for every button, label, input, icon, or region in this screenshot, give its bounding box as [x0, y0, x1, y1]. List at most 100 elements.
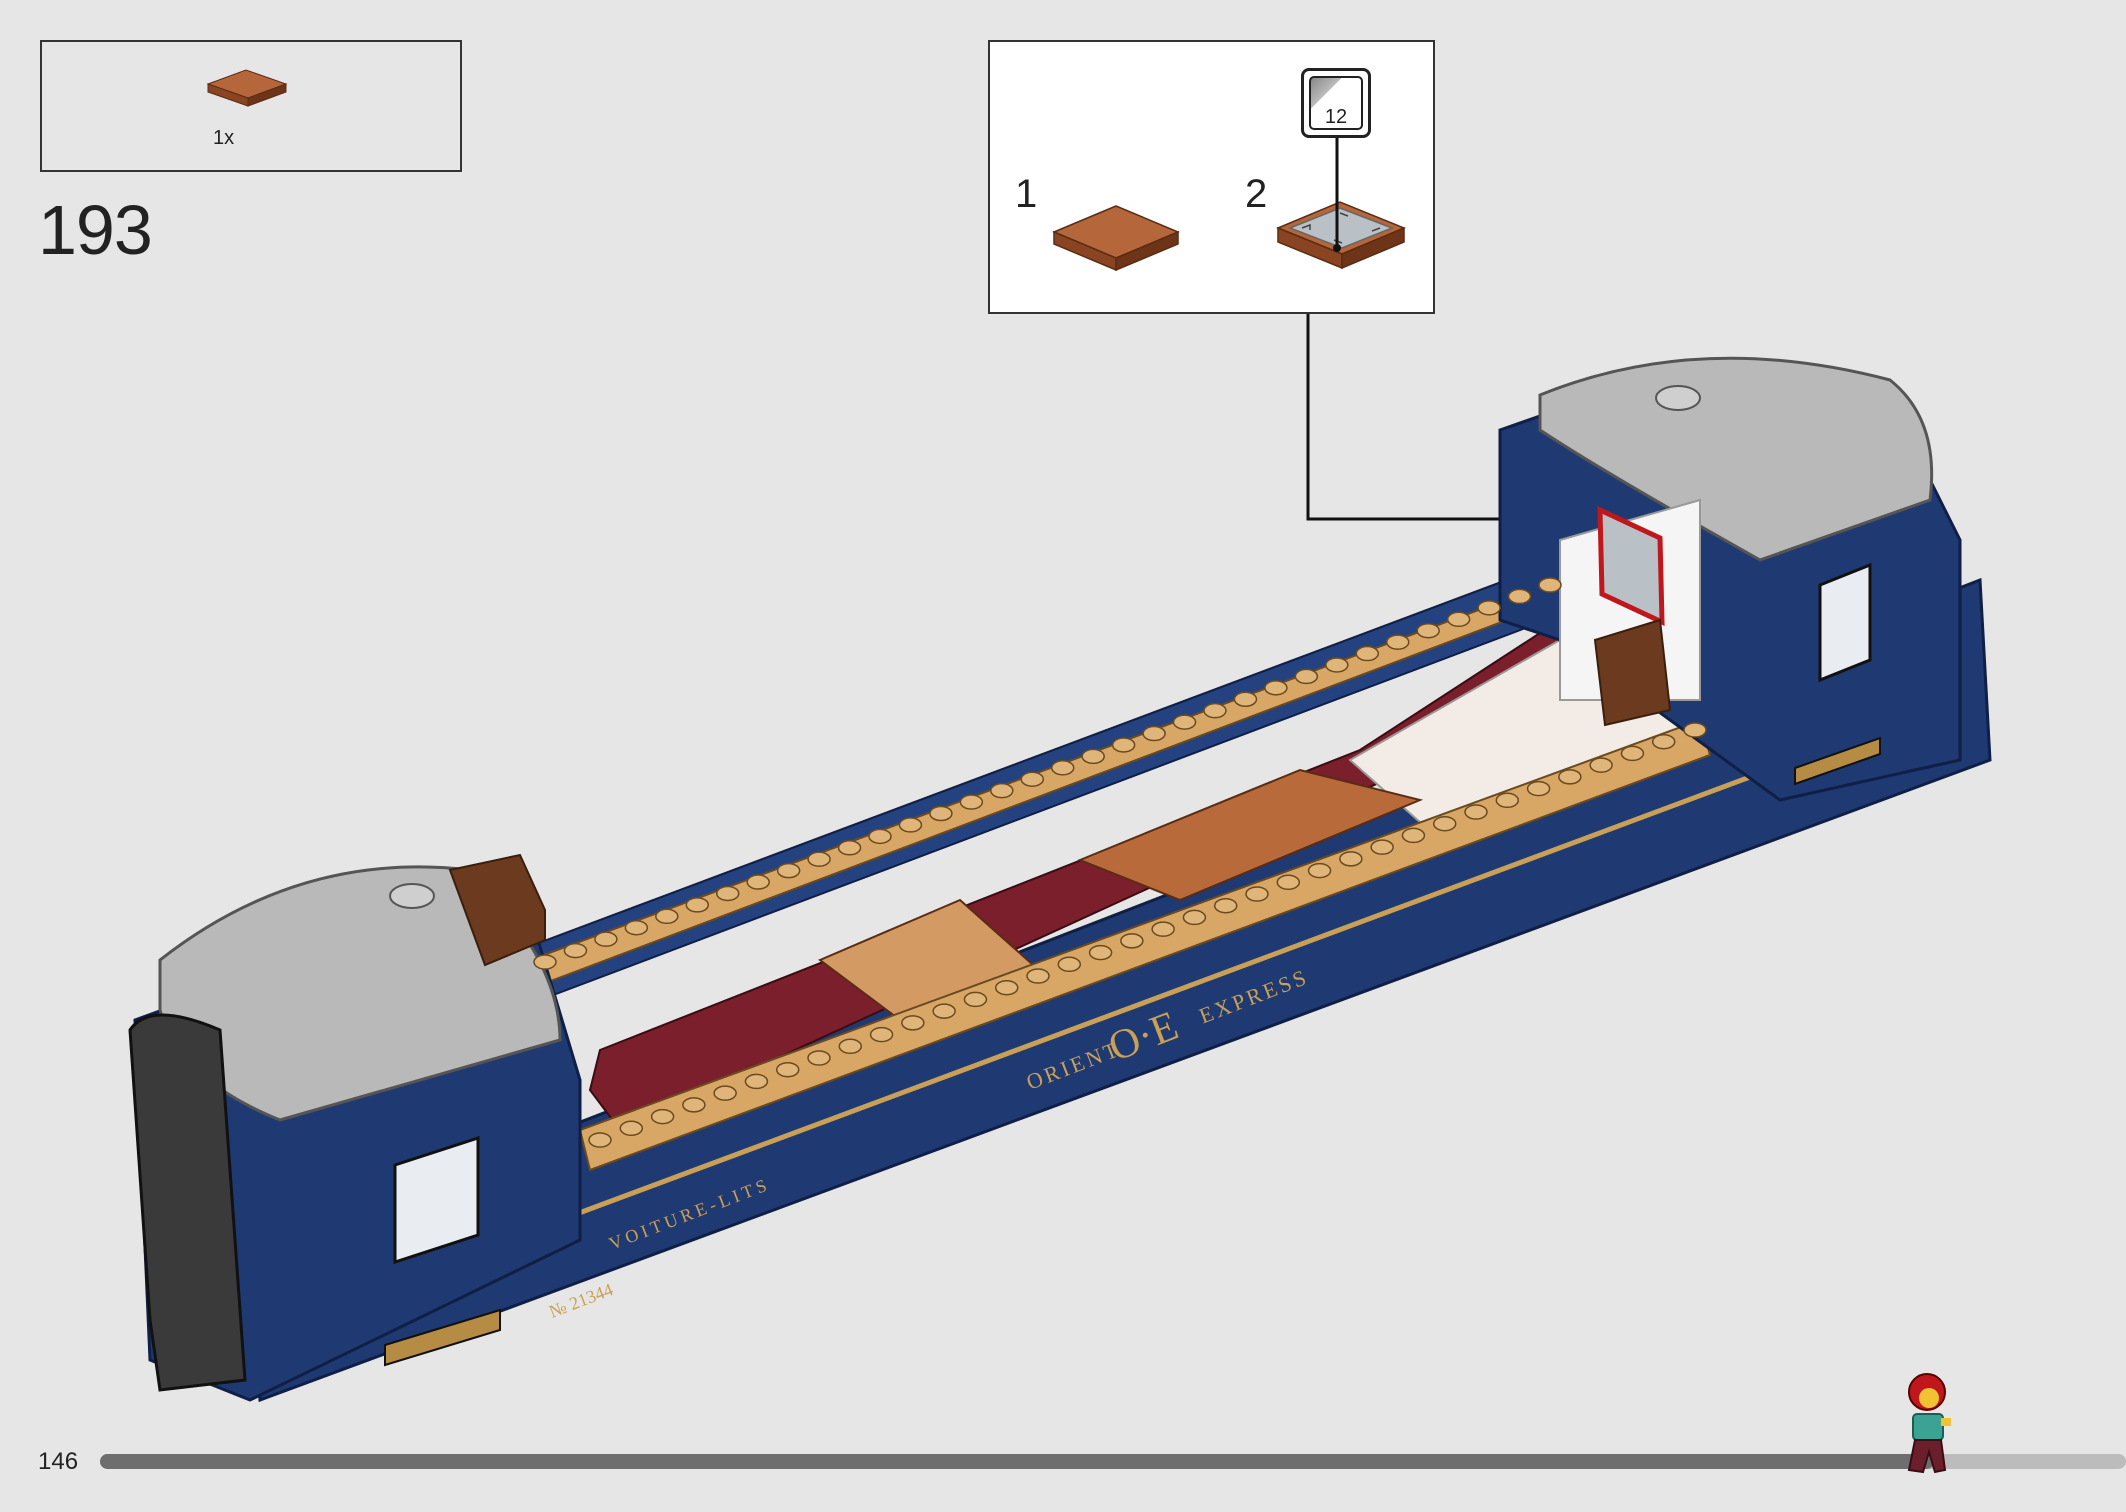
sticker-sheet-icon — [1309, 76, 1363, 130]
roof-right — [1538, 356, 1934, 562]
stud — [959, 794, 984, 810]
wood-door-block — [1593, 618, 1672, 727]
stud — [837, 840, 862, 856]
stud — [994, 979, 1019, 996]
stud — [1050, 760, 1075, 776]
stud — [1213, 897, 1238, 914]
step-number: 193 — [38, 191, 153, 269]
stud — [1325, 657, 1349, 673]
sub-step-2-label: 2 — [1245, 172, 1268, 216]
stud — [1057, 956, 1082, 973]
stud — [807, 1050, 831, 1066]
sticker-badge: 12 — [1301, 68, 1371, 138]
nameplate-right — [1794, 736, 1881, 786]
stud — [594, 931, 618, 947]
minifigure-progress-icon — [1907, 1373, 1951, 1474]
stud — [685, 897, 710, 913]
stud — [1432, 815, 1457, 832]
stud — [1276, 874, 1301, 891]
stud — [1245, 886, 1269, 902]
stud — [715, 885, 740, 902]
stud — [624, 919, 649, 936]
stud — [744, 1073, 769, 1090]
stud — [682, 1097, 706, 1113]
stud — [1111, 737, 1136, 753]
window-left — [393, 1135, 480, 1265]
window-right — [1818, 562, 1872, 683]
near-rail — [578, 718, 1712, 1172]
progress-bar — [100, 1454, 2126, 1469]
page-number: 146 — [38, 1448, 79, 1475]
stud — [713, 1085, 737, 1101]
stud — [1020, 771, 1045, 787]
parts-list-box: 1x — [40, 40, 462, 172]
stud — [901, 1015, 925, 1031]
stud — [1401, 827, 1426, 844]
wood-vent-block — [448, 853, 546, 967]
stud — [1142, 725, 1166, 742]
stud — [807, 851, 831, 867]
sub-step-1-label: 1 — [1015, 172, 1038, 216]
studs-near-rail — [588, 722, 1707, 1148]
end-door-arch — [128, 1013, 247, 1392]
stud — [619, 1120, 644, 1137]
stud — [1385, 634, 1410, 650]
stud — [1294, 668, 1319, 685]
stud — [1182, 909, 1207, 926]
stud — [1088, 944, 1113, 961]
stud — [963, 991, 988, 1008]
progress-bar-fill — [100, 1454, 1934, 1469]
part-quantity: 1x — [213, 127, 235, 149]
stud — [1120, 933, 1144, 949]
wood-panel — [1077, 768, 1424, 902]
stud — [1526, 780, 1551, 797]
studs-far-rail — [533, 577, 1562, 970]
stud — [776, 862, 801, 879]
stud — [929, 805, 953, 822]
stud — [1651, 733, 1676, 750]
stud — [1355, 645, 1380, 662]
stud — [1683, 722, 1707, 738]
stud — [1151, 921, 1175, 937]
callout-pointer-line — [1306, 314, 1562, 521]
stud — [1203, 702, 1227, 719]
stud — [1233, 691, 1258, 707]
tile-with-sticker-icon — [1276, 201, 1406, 270]
stud — [655, 908, 679, 925]
stud — [1477, 600, 1501, 616]
roof-stud — [1655, 385, 1701, 411]
stud — [1464, 804, 1488, 820]
stud — [1446, 611, 1471, 628]
stud — [868, 828, 892, 845]
stud — [533, 954, 557, 970]
stud — [838, 1038, 863, 1055]
nameplate-left — [384, 1308, 501, 1367]
stud — [588, 1132, 612, 1148]
stud — [563, 942, 588, 959]
stud — [1081, 748, 1105, 765]
stud — [1538, 577, 1562, 593]
stud — [1620, 745, 1645, 762]
sticker-number: 12 — [1324, 106, 1348, 128]
stud — [869, 1026, 894, 1043]
sub-assembly-box: 1 2 12 — [988, 40, 1435, 314]
stud — [932, 1003, 956, 1019]
brown-tile-2x2-icon — [206, 69, 288, 107]
stud — [1495, 792, 1520, 809]
stud — [1172, 714, 1197, 730]
stud — [898, 817, 923, 833]
stud — [1339, 851, 1363, 867]
placed-tile-highlight — [1597, 506, 1665, 626]
stud — [1507, 588, 1532, 605]
stud — [775, 1061, 800, 1078]
roof-stud — [389, 883, 435, 909]
stud — [1416, 622, 1440, 639]
stud — [990, 782, 1014, 799]
stud — [1589, 757, 1613, 773]
brown-tile-2x2-icon — [1052, 205, 1180, 272]
sticker-leader-line — [1333, 138, 1341, 252]
stud — [650, 1108, 675, 1125]
stud — [1264, 680, 1288, 696]
stud — [1370, 839, 1394, 855]
